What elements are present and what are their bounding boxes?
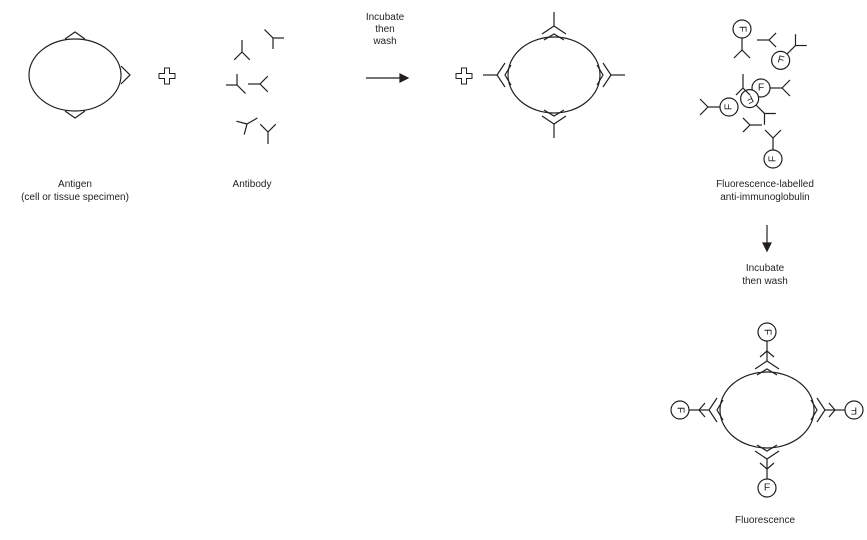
antibody-6	[260, 124, 276, 144]
incubate-top-line1: Incubate	[355, 12, 415, 24]
antibody-2	[259, 24, 284, 49]
incubate-top-line2: then	[355, 24, 415, 36]
fluorescence-tag-glyph: F	[737, 26, 748, 32]
fluorescence-label: Fluorescence	[720, 514, 810, 527]
arrow-right-icon	[366, 74, 408, 82]
final-bound-1: F	[755, 323, 779, 375]
incubate-right-line2: then wash	[725, 275, 805, 288]
fluorescence-tag-glyph: F	[768, 156, 779, 162]
plus-icon-2	[456, 68, 472, 84]
fluorescence-tag-glyph: F	[764, 483, 770, 494]
bound-antibody-4	[597, 63, 625, 87]
bound-antibody-3	[483, 63, 511, 87]
final-cell-ellipse	[720, 372, 814, 448]
labelled-antibody-2: F	[768, 33, 808, 73]
arrow-down-icon	[763, 225, 771, 251]
antibody-4	[248, 76, 268, 92]
fluorescence-label-text: Fluorescence	[720, 514, 810, 527]
complex-cell-ellipse	[508, 37, 600, 113]
antigen-label: Antigen (cell or tissue specimen)	[0, 178, 150, 204]
labelled-antibody-1: F	[733, 20, 751, 58]
loose-antibody-3	[743, 118, 762, 132]
fluorescence-tag-glyph: F	[724, 104, 735, 110]
fluorescence-tag-glyph: F	[758, 83, 764, 94]
antibody-5	[236, 111, 261, 134]
incubate-top-line3: wash	[355, 36, 415, 48]
plus-icon-1	[159, 68, 175, 84]
final-bound-4: F	[811, 398, 863, 422]
antibody-label: Antibody	[212, 178, 292, 191]
incubate-right-line1: Incubate	[725, 262, 805, 275]
final-bound-3: F	[671, 398, 723, 422]
antigen-label-line1: Antigen	[0, 178, 150, 191]
antibody-1	[234, 40, 250, 60]
antibody-label-text: Antibody	[212, 178, 292, 191]
fluor-antibody-line2: anti-immunoglobulin	[685, 191, 845, 204]
final-bound-2: F	[755, 445, 779, 497]
antigen-label-line2: (cell or tissue specimen)	[0, 191, 150, 204]
antigen-cell	[29, 32, 130, 118]
fluor-antibody-line1: Fluorescence-labelled	[685, 178, 845, 191]
fluorescence-complex: F F F F	[671, 323, 863, 497]
incubate-right-label: Incubate then wash	[725, 262, 805, 288]
fluorescence-tag-glyph: F	[675, 407, 686, 413]
cell-ellipse	[29, 39, 121, 111]
fluor-antibody-label: Fluorescence-labelled anti-immunoglobuli…	[685, 178, 845, 204]
antibody-3	[226, 74, 251, 99]
labelled-antibody-6: F	[764, 130, 782, 168]
incubate-top-label: Incubate then wash	[355, 12, 415, 48]
bound-antibody-1	[542, 12, 566, 40]
fluorescence-tag-glyph: F	[762, 329, 773, 335]
fluorescence-tag-glyph: F	[851, 405, 857, 416]
loose-antibody-1	[757, 33, 776, 47]
bound-antibody-2	[542, 110, 566, 138]
antigen-antibody-complex	[483, 12, 625, 138]
labelled-antibody-4: F	[700, 98, 738, 116]
